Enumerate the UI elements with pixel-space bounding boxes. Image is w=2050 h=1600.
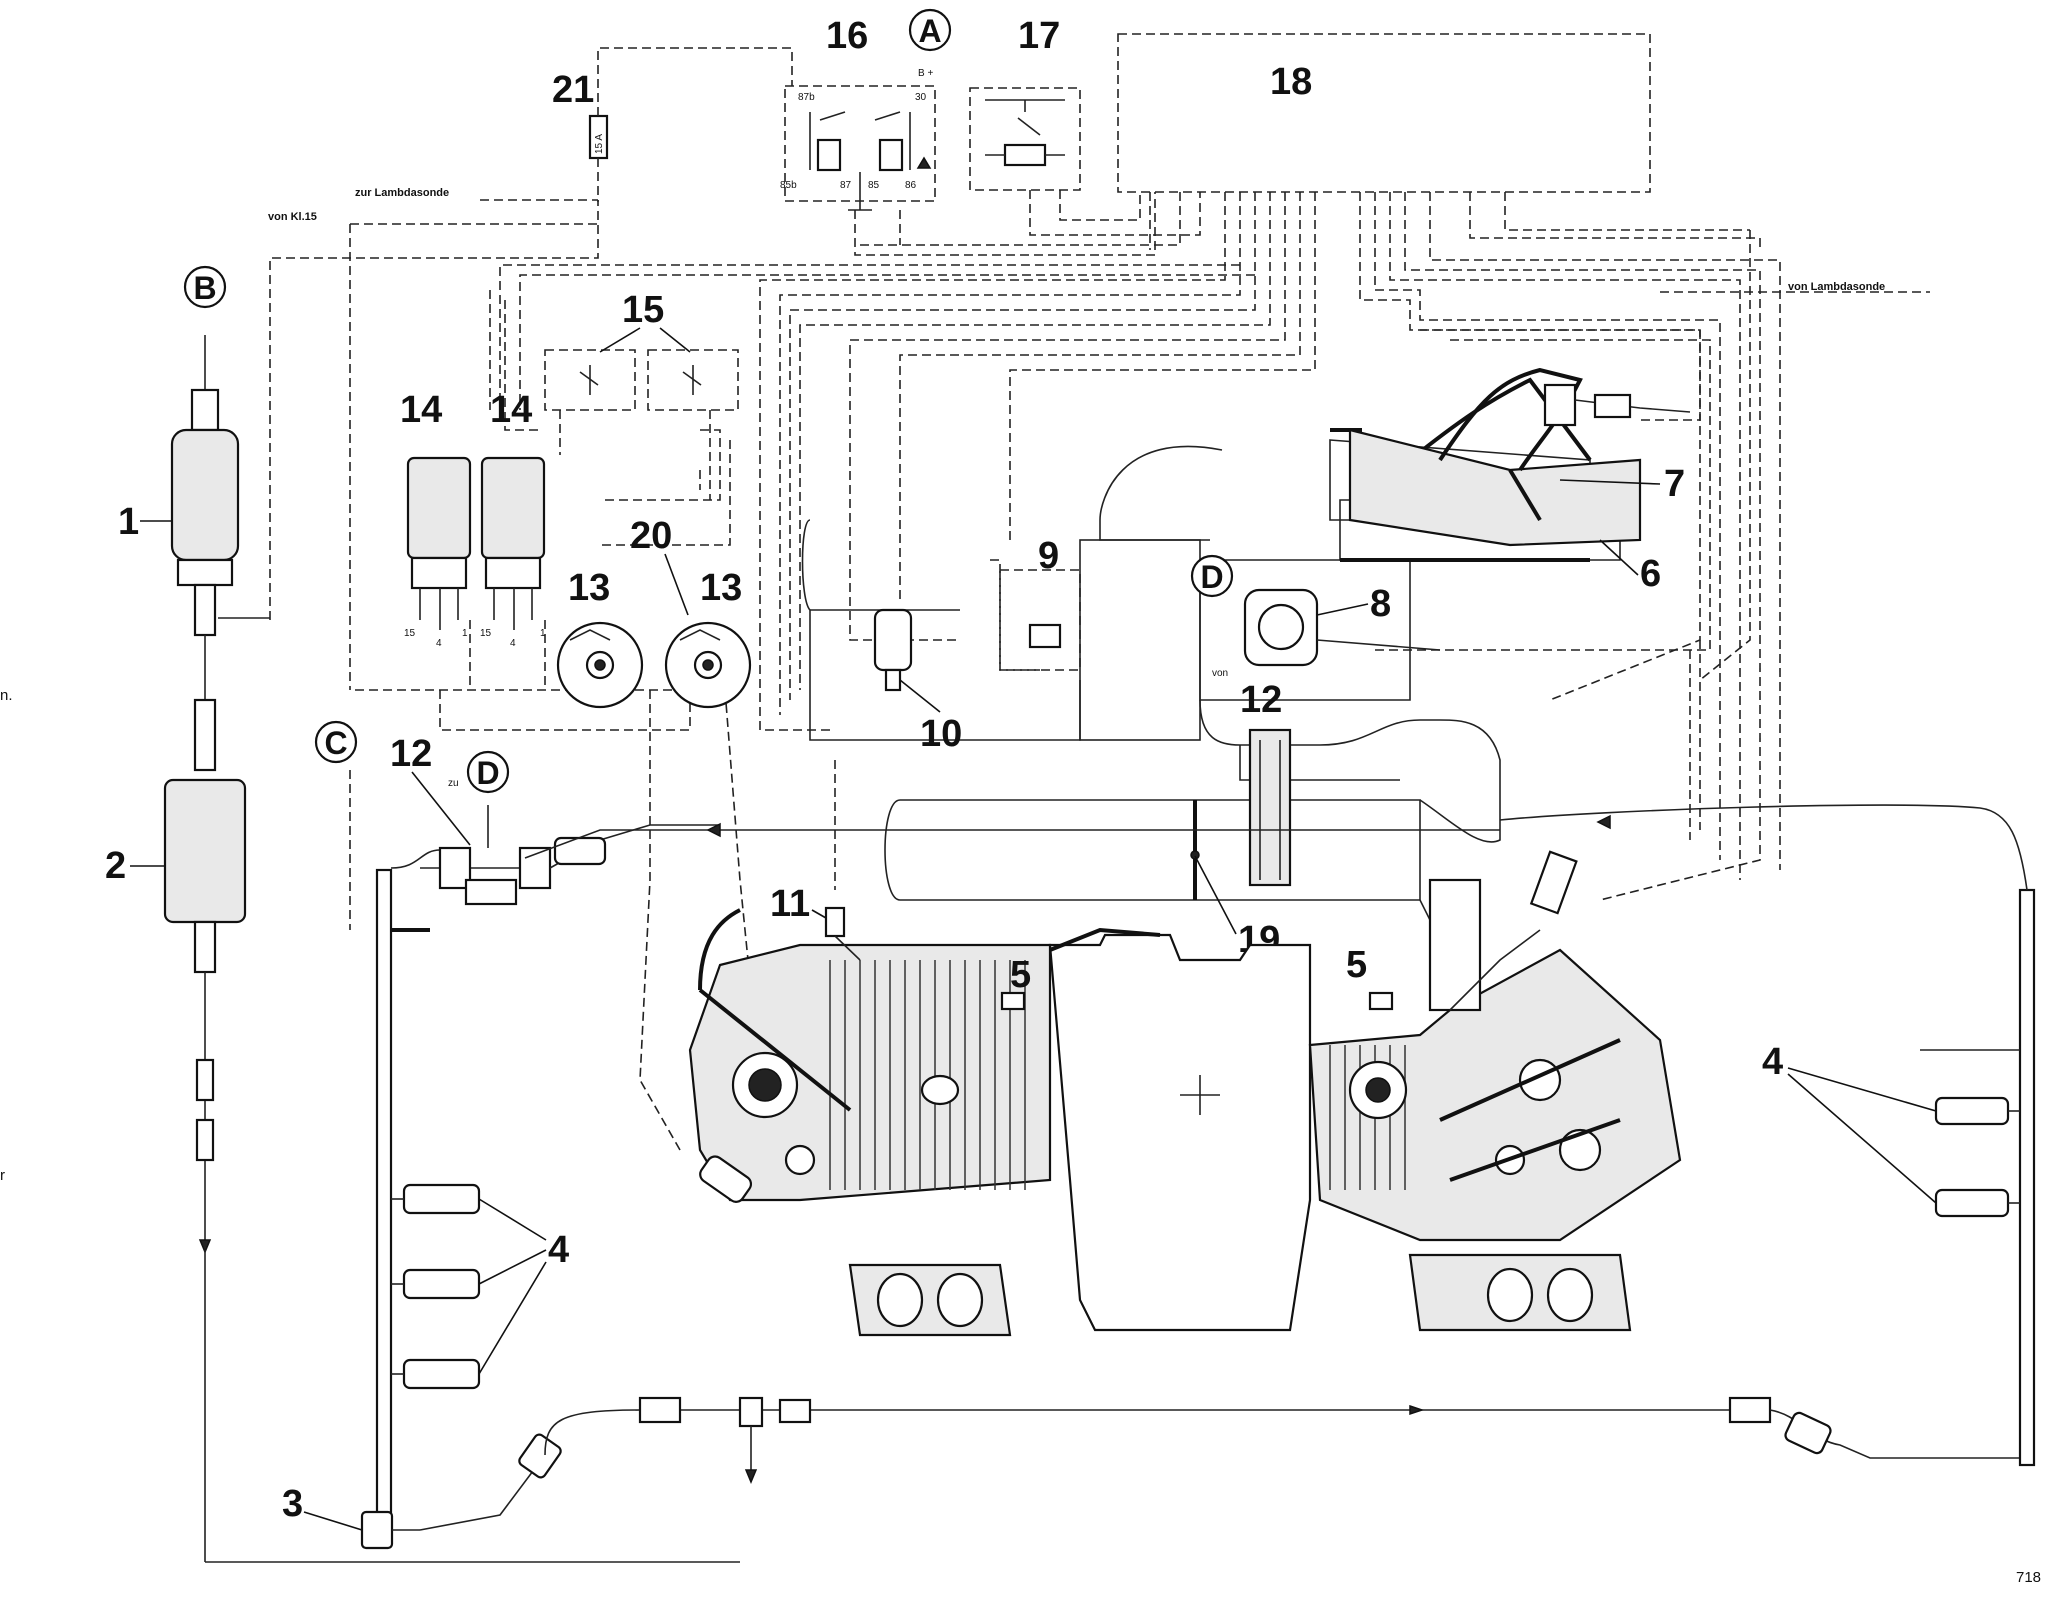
air-flow-sensor <box>1348 367 1691 547</box>
label-5-right: 5 <box>1346 944 1367 986</box>
cylinder-head-temp-left <box>1000 991 1026 1011</box>
label-5-left: 5 <box>1010 954 1031 996</box>
ignition-coil-14b <box>480 456 546 560</box>
label-12-left: 12 <box>390 733 432 775</box>
left-fuel-rail <box>375 849 441 1522</box>
connector-A-circle <box>908 8 952 52</box>
cold-start-injector-11 <box>824 906 861 961</box>
coil-b-terminal-1: 1 <box>540 628 546 639</box>
fuel-filter-2 <box>163 635 247 1254</box>
margin-text-1: n. <box>0 687 13 704</box>
connector-D-top: D <box>1200 559 1223 595</box>
fuel-feed-line <box>524 829 1500 859</box>
label-1: 1 <box>118 501 139 543</box>
label-14-right: 14 <box>490 389 532 431</box>
note-von-lambdasonde: von Lambdasonde <box>1788 281 1885 293</box>
trigger-contact-15a <box>544 349 636 411</box>
label-15: 15 <box>622 289 664 331</box>
return-fuel-line <box>204 1250 2030 1563</box>
label-9: 9 <box>1038 535 1059 577</box>
relay-17-internals <box>985 99 1065 167</box>
relay-pin-85: 85 <box>868 180 880 191</box>
engine-block <box>688 850 1682 1337</box>
pressure-regulator-3 <box>360 1433 562 1550</box>
connector-B: B <box>193 270 216 306</box>
control-unit-box <box>1117 33 1651 193</box>
label-8: 8 <box>1370 583 1391 625</box>
relay-pin-87b: 87b <box>798 92 815 103</box>
fuel-pump-1 <box>170 335 240 637</box>
label-11: 11 <box>770 883 810 925</box>
air-temp-sensor-9 <box>999 569 1081 671</box>
note-von: von <box>1212 668 1228 679</box>
connector-A: A <box>918 13 941 49</box>
label-13-right: 13 <box>700 567 742 609</box>
dual-relay-internals <box>809 111 932 211</box>
distributor-13b <box>664 621 752 709</box>
relay-17-box <box>969 87 1081 191</box>
trigger-contact-15b <box>647 349 739 411</box>
note-zur-lambdasonde: zur Lambdasonde <box>355 187 449 199</box>
connector-C-circle <box>314 720 358 764</box>
label-17: 17 <box>1018 15 1060 57</box>
connector-B-circle <box>183 265 227 309</box>
label-4-left: 4 <box>548 1229 569 1271</box>
right-fuel-rail <box>1499 804 2036 1467</box>
aux-air-valve-10 <box>873 608 913 692</box>
throttle-switch-8 <box>1243 588 1441 667</box>
connector-D-left: D <box>476 755 499 791</box>
coil-terminals <box>419 588 533 630</box>
cylinder-head-temp-right <box>1368 991 1394 1011</box>
label-4-right: 4 <box>1762 1041 1783 1083</box>
connector-D-top-circle <box>1190 554 1234 598</box>
connector-C: C <box>324 725 347 761</box>
right-injectors <box>1934 1096 2020 1218</box>
label-14-left: 14 <box>400 389 442 431</box>
label-18: 18 <box>1270 61 1312 103</box>
coil-a-terminal-15: 15 <box>404 628 416 639</box>
label-13-left: 13 <box>568 567 610 609</box>
trigger-contact-symbols <box>579 365 702 395</box>
label-10: 10 <box>920 713 962 755</box>
label-12-mid: 12 <box>1240 679 1282 721</box>
relay-pin-85b: 85b <box>780 180 797 191</box>
connector-D-left-circle <box>466 750 510 794</box>
label-20: 20 <box>630 515 672 557</box>
label-3: 3 <box>282 1483 303 1525</box>
margin-text-2: r <box>0 1167 5 1184</box>
relay-pin-bplus: B + <box>918 68 933 79</box>
left-injectors <box>391 1183 481 1390</box>
page-number: 718 <box>2016 1569 2041 1586</box>
label-21: 21 <box>552 69 594 111</box>
note-von-kl15: von Kl.15 <box>268 211 317 223</box>
coil-b-terminal-15: 15 <box>480 628 492 639</box>
coil-a-terminal-1: 1 <box>462 628 468 639</box>
coil-b-terminal-4: 4 <box>510 638 516 649</box>
fuse-rating: 15 A <box>594 134 605 154</box>
coil-a-terminal-4: 4 <box>436 638 442 649</box>
relay-pin-87: 87 <box>840 180 852 191</box>
relay-pin-86: 86 <box>905 180 917 191</box>
label-7: 7 <box>1664 463 1685 505</box>
note-zu: zu <box>448 778 459 789</box>
label-6: 6 <box>1640 553 1661 595</box>
cold-start-valve-12-left <box>420 805 720 906</box>
distributor-13a <box>556 621 644 709</box>
relay-pin-30: 30 <box>915 92 927 103</box>
label-16: 16 <box>826 15 868 57</box>
ignition-coil-14a <box>406 456 472 560</box>
label-2: 2 <box>105 845 126 887</box>
